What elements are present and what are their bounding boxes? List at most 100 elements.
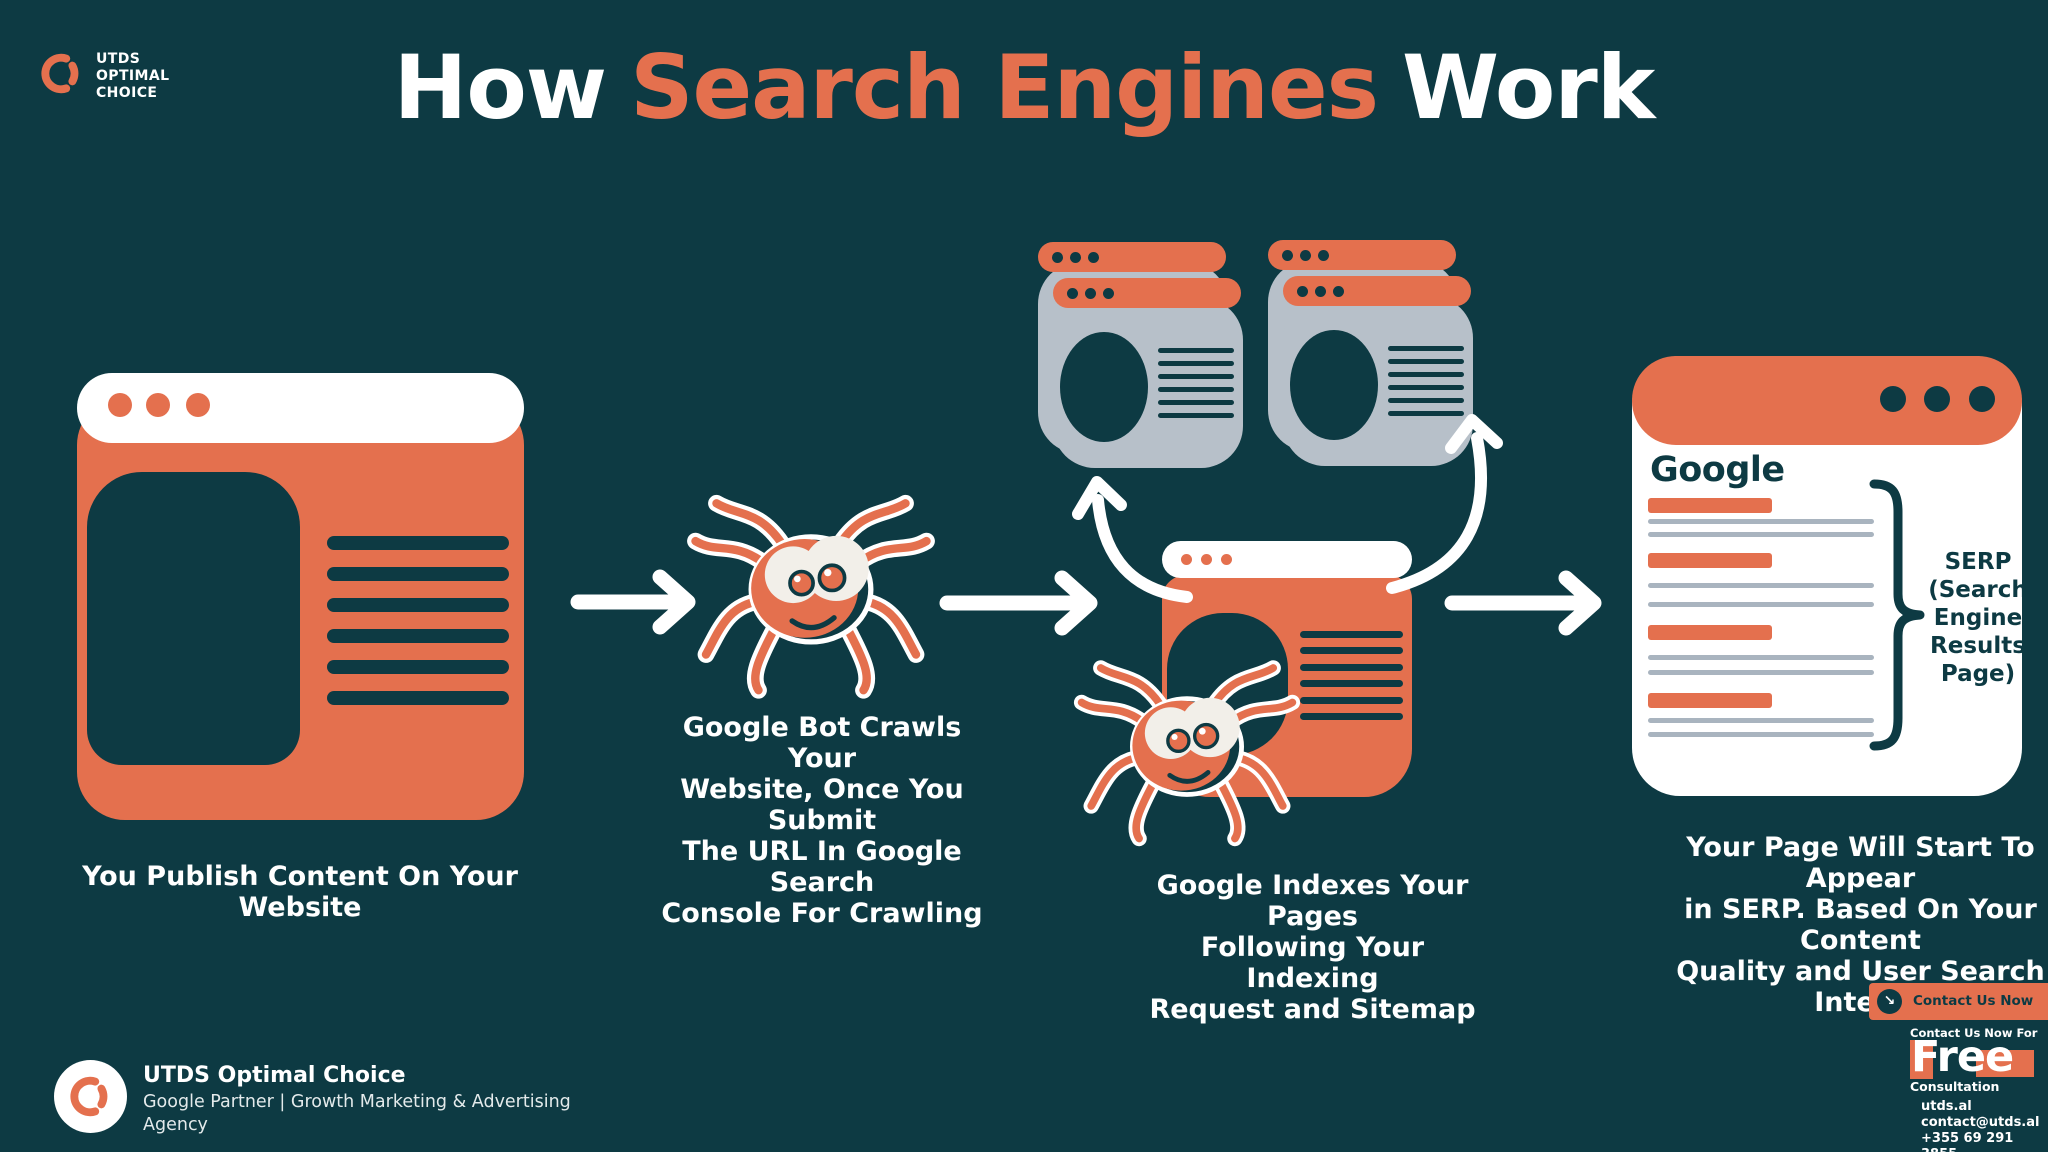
window-control-dot — [1088, 252, 1099, 263]
google-logo-text: Google — [1650, 450, 1785, 490]
window-control-dot — [1297, 286, 1308, 297]
footer-tagline: Agency — [143, 1115, 208, 1135]
search-result-line — [1648, 670, 1874, 675]
search-result-title — [1648, 625, 1772, 640]
browser-title-bar — [1162, 541, 1412, 578]
indexed-window-bar — [1038, 242, 1226, 272]
indexed-window-bar — [1268, 240, 1456, 270]
free-accent-block — [1910, 1040, 1933, 1079]
free-highlight: Free — [1910, 1032, 2048, 1082]
step2-caption: Google Bot Crawls Your Website, Once You… — [661, 712, 983, 929]
indexed-pages-stack — [1268, 238, 1511, 468]
email-link[interactable]: contact@utds.al — [1921, 1115, 2040, 1130]
website-link[interactable]: utds.al — [1921, 1099, 1972, 1114]
indexed-text-line — [1388, 372, 1464, 377]
window-control-dot — [1924, 386, 1950, 412]
indexing-text-line — [1300, 713, 1403, 720]
window-control-dot — [1103, 288, 1114, 299]
brand-logo-text: UTDS OPTIMAL CHOICE — [96, 51, 170, 101]
indexed-text-line — [1388, 346, 1464, 351]
indexing-text-line — [1300, 631, 1403, 638]
search-result-line — [1648, 602, 1874, 607]
website-image-placeholder — [87, 472, 300, 765]
serp-label: SERP (Search Engine Results Page) — [1928, 549, 2028, 687]
indexed-text-line — [1158, 387, 1234, 392]
window-control-dot — [1969, 386, 1995, 412]
indexed-window-bar — [1283, 276, 1471, 306]
window-control-dot — [1300, 250, 1311, 261]
free-word: Free — [1911, 1032, 2014, 1082]
browser-title-bar — [1632, 356, 2022, 445]
arrow-index-to-serp-icon — [1444, 570, 1602, 636]
search-result-title — [1648, 693, 1772, 708]
indexed-window-body — [1053, 298, 1243, 468]
indexed-window-body — [1283, 296, 1473, 466]
window-control-dot — [1318, 250, 1329, 261]
phone-link[interactable]: +355 69 291 3855 — [1921, 1131, 2014, 1152]
search-result-title — [1648, 553, 1772, 568]
window-control-dot — [1181, 554, 1192, 565]
curved-arrow-to-left-stack-icon — [1072, 476, 1193, 603]
arrow-publish-to-crawl-icon — [570, 569, 696, 635]
search-result-line — [1648, 718, 1874, 723]
search-result-title — [1648, 498, 1772, 513]
contact-info: utds.al contact@utds.al +355 69 291 3855 — [1921, 1099, 2048, 1152]
window-control-dot — [186, 393, 210, 417]
serp-window: Google SERP (Search Engine Results Page) — [1632, 356, 2028, 796]
indexing-text-line — [1300, 664, 1403, 671]
window-control-dot — [1070, 252, 1081, 263]
indexed-window-bar — [1053, 278, 1241, 308]
indexed-text-line — [1388, 398, 1464, 403]
contact-us-button[interactable]: ↘ Contact Us Now — [1869, 983, 2048, 1020]
footer-logo-badge — [54, 1060, 127, 1133]
indexed-text-line — [1388, 411, 1464, 416]
website-text-line — [327, 691, 509, 705]
contact-us-label: Contact Us Now — [1913, 993, 2034, 1009]
indexed-text-line — [1388, 385, 1464, 390]
window-control-dot — [1282, 250, 1293, 261]
browser-title-bar — [77, 373, 524, 443]
window-control-dot — [146, 393, 170, 417]
footer-tagline: Google Partner | Growth Marketing & Adve… — [143, 1092, 571, 1112]
brand-logo-icon — [69, 1073, 111, 1120]
indexed-text-line — [1158, 374, 1234, 379]
contact-arrow-icon: ↘ — [1877, 989, 1902, 1014]
indexing-text-line — [1300, 647, 1403, 654]
indexed-text-line — [1158, 348, 1234, 353]
footer-brand-name: UTDS Optimal Choice — [143, 1063, 406, 1088]
step3-caption: Google Indexes Your Pages Following Your… — [1149, 870, 1476, 1025]
window-control-dot — [1221, 554, 1232, 565]
indexed-text-line — [1388, 359, 1464, 364]
website-text-line — [327, 598, 509, 612]
window-control-dot — [1315, 286, 1326, 297]
window-control-dot — [1067, 288, 1078, 299]
search-result-line — [1648, 583, 1874, 588]
window-control-dot — [1880, 386, 1906, 412]
website-text-line — [327, 660, 509, 674]
indexed-text-line — [1158, 361, 1234, 366]
indexed-image-placeholder — [1290, 330, 1378, 440]
published-website-window — [77, 397, 524, 820]
website-text-line — [327, 567, 509, 581]
indexed-image-placeholder — [1060, 332, 1148, 442]
website-text-line — [327, 629, 509, 643]
window-control-dot — [1085, 288, 1096, 299]
contact-post-line: Consultation — [1910, 1079, 2000, 1094]
indexed-pages-stack — [1038, 240, 1281, 470]
search-result-line — [1648, 732, 1874, 737]
website-text-line — [327, 536, 509, 550]
search-result-line — [1648, 519, 1874, 524]
search-result-line — [1648, 532, 1874, 537]
window-control-dot — [1201, 554, 1212, 565]
window-control-dot — [108, 393, 132, 417]
indexing-text-line — [1300, 697, 1403, 704]
window-control-dot — [1052, 252, 1063, 263]
step1-caption: You Publish Content On Your Website — [82, 861, 518, 923]
contact-pre-line: Contact Us Now For — [1910, 1026, 2038, 1040]
curved-arrow-to-right-stack-icon — [1386, 414, 1503, 594]
indexed-text-line — [1158, 400, 1234, 405]
window-control-dot — [1333, 286, 1344, 297]
